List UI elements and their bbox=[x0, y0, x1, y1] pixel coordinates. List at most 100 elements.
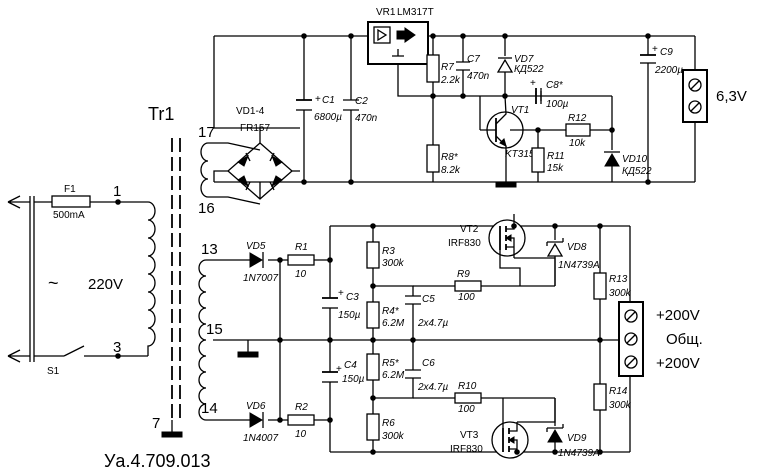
resistor-r12 bbox=[565, 123, 591, 137]
resistor-r6 bbox=[366, 413, 380, 441]
r14-ref: R14 bbox=[609, 386, 628, 397]
drawing-number: Уа.4.709.013 bbox=[104, 451, 211, 471]
bottom-supply: VD5 1N7007 VD6 1N4007 R1 10 R2 10 + C3 1… bbox=[206, 214, 703, 459]
r12-ref: R12 bbox=[568, 113, 587, 124]
c7-value: 470n bbox=[467, 71, 490, 82]
c4-plus: + bbox=[336, 364, 342, 375]
r8-ref: R8* bbox=[441, 152, 459, 163]
transformer-tr1: Tr1 7 17 16 13 15 14 bbox=[147, 104, 223, 438]
bridge-diodes bbox=[237, 152, 283, 191]
vd10-type: КД522 bbox=[622, 166, 652, 177]
r2-ref: R2 bbox=[295, 402, 308, 413]
vt2-ref: VT2 bbox=[460, 224, 479, 235]
mains-voltage: 220V bbox=[88, 276, 123, 293]
r3-value: 300k bbox=[382, 258, 405, 269]
r3-ref: R3 bbox=[382, 246, 395, 257]
r13-value: 300k bbox=[609, 288, 632, 299]
c9-value: 2200µ bbox=[654, 65, 683, 76]
vd5-ref: VD5 bbox=[246, 241, 266, 252]
switch-ref: S1 bbox=[47, 366, 60, 377]
output-plus-200v-bottom: +200V bbox=[656, 355, 700, 372]
r14-value: 300k bbox=[609, 400, 632, 411]
pin-17: 16 bbox=[198, 200, 215, 217]
regulator-type: LM317T bbox=[397, 7, 434, 18]
pin-7: 7 bbox=[152, 415, 160, 432]
vt1-type: KT315 bbox=[505, 149, 535, 160]
pin-16: 17 bbox=[198, 124, 215, 141]
vd8-type: 1N4739A bbox=[558, 260, 600, 271]
r12-value: 10k bbox=[569, 138, 586, 149]
top-supply: VD1-4 FR157 + C1 6800µ C2 470n VR1 LM317… bbox=[208, 7, 747, 205]
resistor-r10 bbox=[454, 392, 482, 404]
r1-ref: R1 bbox=[295, 242, 308, 253]
resistor-r3 bbox=[366, 241, 380, 269]
c4-value: 150µ bbox=[342, 374, 365, 385]
c1-ref: C1 bbox=[322, 95, 335, 106]
output-plus-200v-top: +200V bbox=[656, 307, 700, 324]
c4-ref: C4 bbox=[344, 360, 357, 371]
r9-value: 100 bbox=[458, 292, 475, 303]
bridge-ref: VD1-4 bbox=[236, 106, 265, 117]
resistor-r14 bbox=[593, 383, 607, 411]
r5-ref: R5* bbox=[382, 358, 400, 369]
pin-13: 13 bbox=[201, 241, 218, 258]
vd9-type: 1N4739A bbox=[558, 448, 600, 459]
pin-3: 3 bbox=[113, 339, 121, 356]
r9-ref: R9 bbox=[457, 269, 470, 280]
c6-value: 2x4.7µ bbox=[417, 382, 448, 393]
regulator-ref: VR1 bbox=[376, 7, 396, 18]
transformer-label: Tr1 bbox=[148, 104, 174, 124]
vd7-ref: VD7 bbox=[514, 54, 534, 65]
fuse-f1 bbox=[51, 195, 91, 208]
c2-ref: C2 bbox=[355, 96, 368, 107]
output-6v3-label: 6,3V bbox=[716, 88, 747, 105]
r4-ref: R4* bbox=[382, 306, 400, 317]
regulator-vr1 bbox=[367, 21, 429, 65]
vd8-ref: VD8 bbox=[567, 242, 587, 253]
c3-ref: C3 bbox=[346, 292, 359, 303]
c9-plus: + bbox=[652, 44, 658, 55]
r11-value: 15k bbox=[547, 163, 564, 174]
r5-value: 6.2M bbox=[382, 370, 405, 381]
fuse-ref: F1 bbox=[64, 184, 76, 195]
c2-value: 470n bbox=[355, 113, 378, 124]
c8-plus: + bbox=[530, 78, 536, 89]
r4-value: 6.2M bbox=[382, 318, 405, 329]
c1-plus: + bbox=[315, 94, 321, 105]
output-terminal-6v3 bbox=[682, 69, 708, 123]
c8-value: 100µ bbox=[546, 99, 569, 110]
r7-value: 2.2k bbox=[440, 75, 461, 86]
vt3-type: IRF830 bbox=[450, 444, 483, 455]
r6-value: 300k bbox=[382, 431, 405, 442]
r8-value: 8.2k bbox=[441, 165, 461, 176]
mains-ac-symbol: ~ bbox=[48, 273, 59, 293]
resistor-r13 bbox=[593, 272, 607, 300]
vd5-type: 1N7007 bbox=[243, 273, 278, 284]
resistor-r2 bbox=[287, 414, 315, 426]
r10-value: 100 bbox=[458, 404, 475, 415]
vd10-ref: VD10 bbox=[622, 154, 647, 165]
resistor-r11 bbox=[531, 147, 545, 173]
resistor-r8 bbox=[426, 144, 440, 173]
fuse-value: 500mA bbox=[53, 210, 85, 221]
r10-ref: R10 bbox=[458, 381, 477, 392]
c3-plus: + bbox=[338, 288, 344, 299]
vt3-ref: VT3 bbox=[460, 430, 479, 441]
pin-1: 1 bbox=[113, 183, 121, 200]
r1-value: 10 bbox=[295, 269, 307, 280]
resistor-r7 bbox=[426, 54, 440, 83]
vd6-type: 1N4007 bbox=[243, 433, 278, 444]
c5-ref: C5 bbox=[422, 294, 435, 305]
c9-ref: C9 bbox=[660, 47, 673, 58]
r11-ref: R11 bbox=[547, 151, 565, 162]
c5-value: 2x4.7µ bbox=[417, 318, 448, 329]
pin-14: 14 bbox=[201, 400, 218, 417]
vt1-ref: VT1 bbox=[511, 105, 529, 116]
vt2-type: IRF830 bbox=[448, 238, 481, 249]
output-common: Общ. bbox=[666, 331, 703, 348]
resistor-r1 bbox=[287, 254, 315, 266]
vd9-ref: VD9 bbox=[567, 433, 587, 444]
resistor-r9 bbox=[454, 280, 482, 292]
r7-ref: R7 bbox=[441, 62, 454, 73]
